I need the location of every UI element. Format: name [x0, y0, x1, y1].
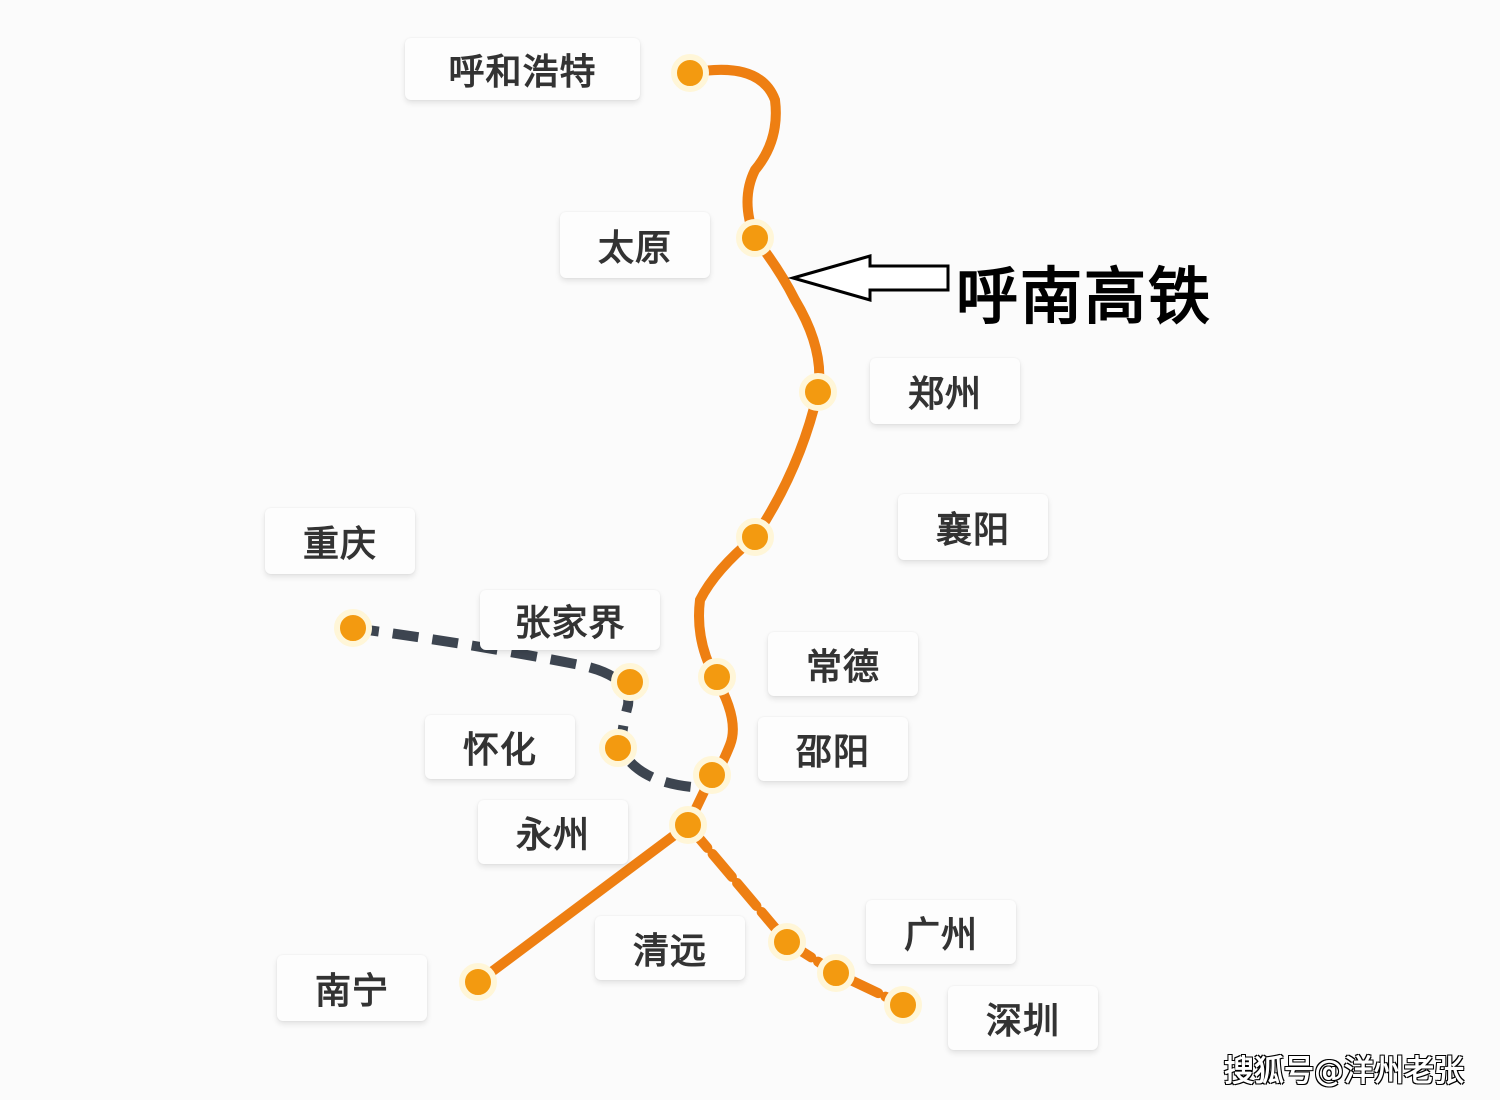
- station-label-qingyuan: 清远: [595, 916, 745, 980]
- station-label-shenzhen: 深圳: [948, 986, 1098, 1050]
- station-label-changde: 常德: [768, 632, 918, 696]
- station-dot-zhangjiajie[interactable]: [611, 663, 649, 701]
- station-label-zhengzhou: 郑州: [870, 358, 1020, 424]
- station-dot-shenzhen[interactable]: [884, 986, 922, 1024]
- station-dot-changde[interactable]: [698, 658, 736, 696]
- station-dot-zhengzhou[interactable]: [799, 373, 837, 411]
- station-label-chongqing: 重庆: [265, 508, 415, 574]
- watermark: 搜狐号@洋州老张: [1224, 1054, 1464, 1089]
- station-label-zhangjiajie: 张家界: [480, 590, 660, 650]
- station-label-huaihua: 怀化: [425, 715, 575, 779]
- station-dot-guangzhou[interactable]: [817, 954, 855, 992]
- station-dot-taiyuan[interactable]: [736, 219, 774, 257]
- arrow-icon: [787, 254, 950, 302]
- line-title: 呼南高铁: [956, 260, 1213, 333]
- station-label-yongzhou: 永州: [478, 800, 628, 864]
- station-dot-hohhot[interactable]: [671, 54, 709, 92]
- station-dot-xiangyang[interactable]: [736, 518, 774, 556]
- station-label-taiyuan: 太原: [560, 212, 710, 278]
- nanning-branch-line: [473, 820, 693, 987]
- station-label-hohhot: 呼和浩特: [405, 38, 640, 100]
- station-label-xiangyang: 襄阳: [898, 494, 1048, 560]
- station-dot-nanning[interactable]: [459, 963, 497, 1001]
- station-dot-shaoyang[interactable]: [693, 756, 731, 794]
- station-label-guangzhou: 广州: [866, 900, 1016, 964]
- hunan-main-line: [683, 64, 825, 830]
- station-label-shaoyang: 邵阳: [758, 717, 908, 781]
- shenzhen-branch-line: [683, 820, 908, 1010]
- station-dot-yongzhou[interactable]: [669, 806, 707, 844]
- station-dot-chongqing[interactable]: [334, 609, 372, 647]
- station-dot-huaihua[interactable]: [599, 729, 637, 767]
- station-label-nanning: 南宁: [277, 955, 427, 1021]
- station-dot-qingyuan[interactable]: [768, 923, 806, 961]
